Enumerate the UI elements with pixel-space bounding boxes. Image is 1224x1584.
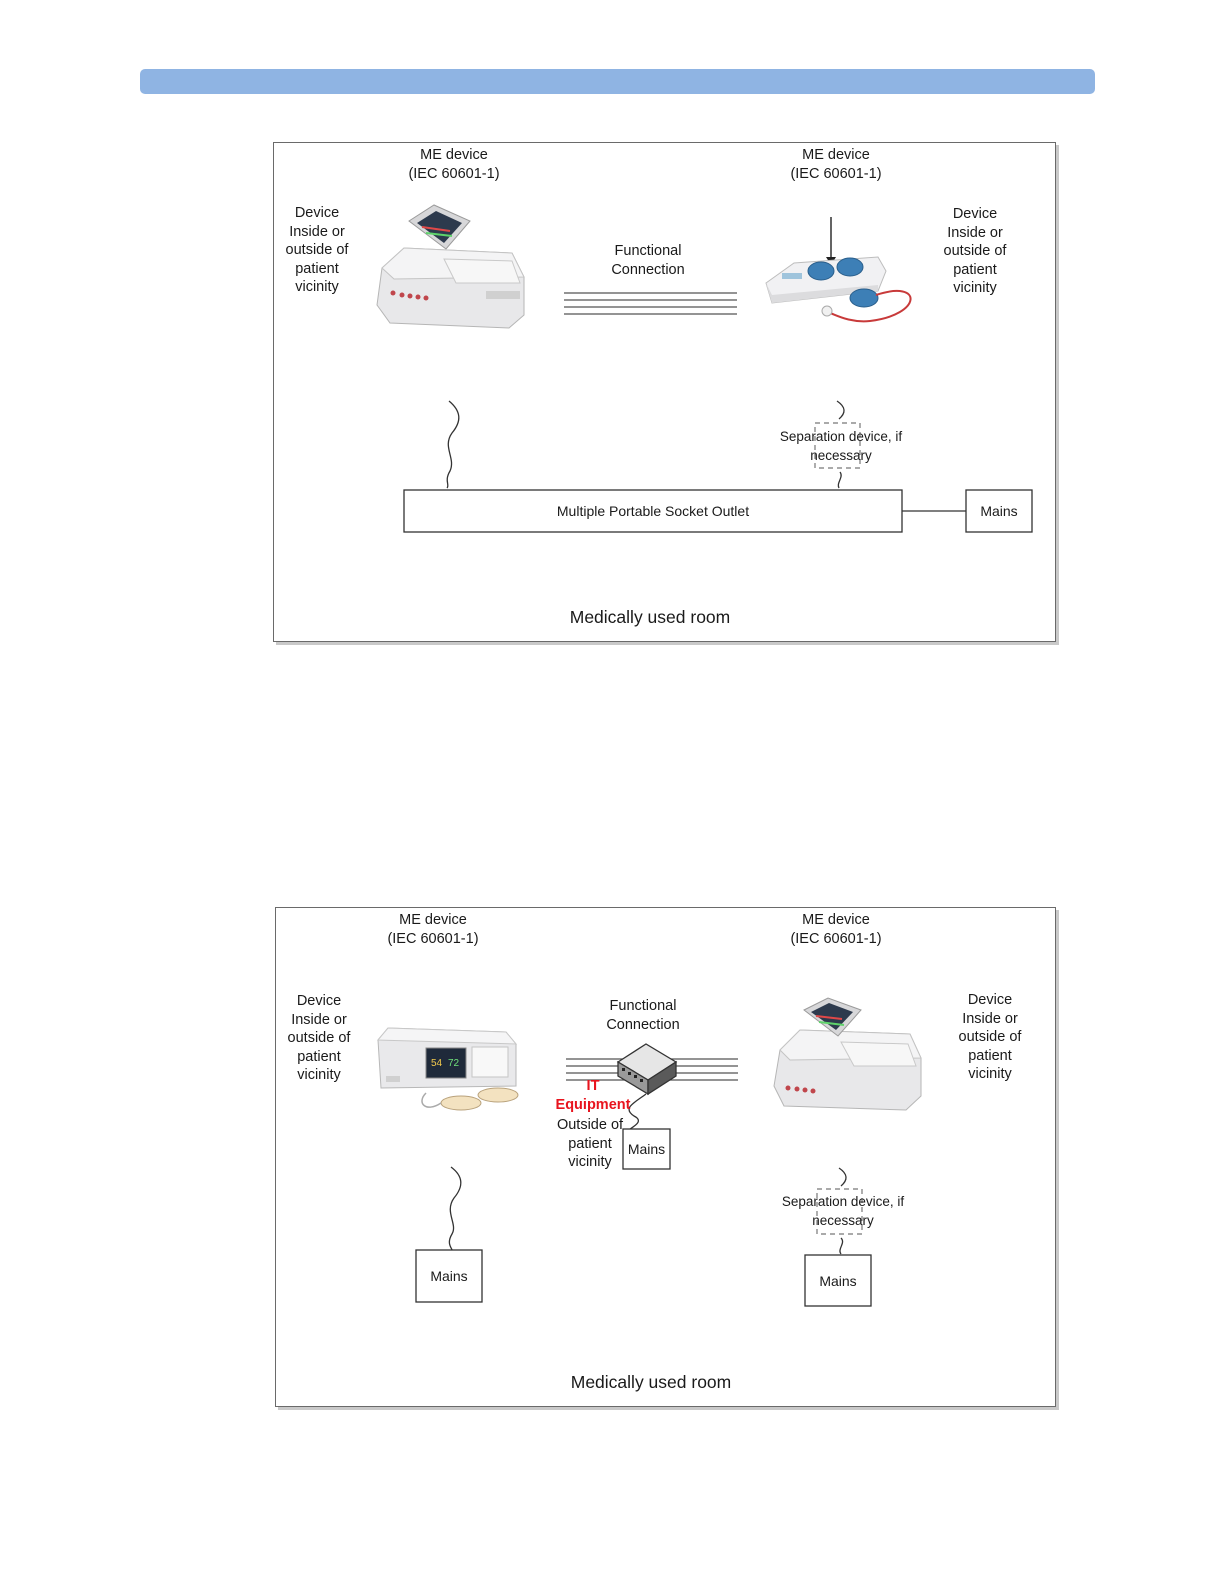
right-mains-label: Mains (805, 1255, 871, 1306)
room-caption: Medically used room (524, 608, 776, 627)
svg-text:54: 54 (431, 1058, 443, 1069)
page-header-bar (140, 69, 1095, 94)
telemetry-base-station-image (766, 217, 911, 321)
left-device-title: ME device(IEC 60601-1) (373, 911, 493, 948)
right-device-title: ME device(IEC 60601-1) (776, 911, 896, 948)
left-mains-label: Mains (416, 1250, 482, 1302)
fetal-monitor-image (774, 998, 921, 1110)
outlet-label: Multiple Portable Socket Outlet (404, 490, 902, 532)
patient-monitor-image: 54 72 (378, 1028, 518, 1110)
svg-text:72: 72 (448, 1058, 460, 1069)
room-caption: Medically used room (526, 1373, 776, 1392)
left-power-cord (447, 401, 459, 488)
left-power-cord (449, 1167, 460, 1252)
diagram-power-strip: ME device(IEC 60601-1) ME device(IEC 606… (273, 142, 1056, 642)
fetal-monitor-image (377, 205, 524, 328)
diagram-it-network: 54 72 (275, 907, 1056, 1407)
left-device-title: ME device(IEC 60601-1) (394, 146, 514, 183)
mains-label: Mains (966, 490, 1032, 532)
functional-connection-lines (564, 293, 737, 314)
right-device-title: ME device(IEC 60601-1) (776, 146, 896, 183)
it-mains-label: Mains (623, 1129, 670, 1169)
